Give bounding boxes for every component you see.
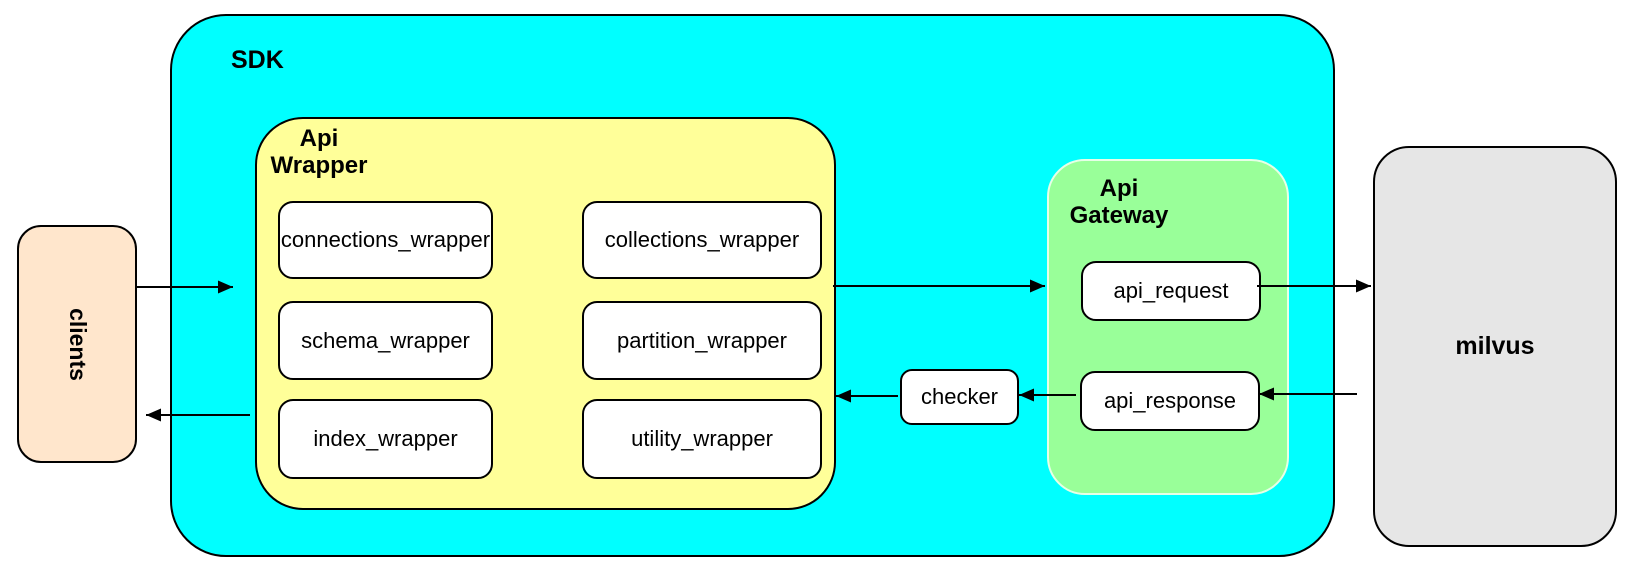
sdk-label: SDK xyxy=(231,46,284,74)
api-wrapper-label-line2: Wrapper xyxy=(270,152,368,179)
node-label: partition_wrapper xyxy=(617,327,787,353)
node-label: index_wrapper xyxy=(313,426,458,451)
api-gateway-label: Api Gateway xyxy=(1059,175,1179,229)
node-partition-wrapper: partition_wrapper xyxy=(582,301,822,380)
node-label: connections_wrapper xyxy=(280,227,491,252)
milvus-label: milvus xyxy=(1455,332,1535,360)
node-checker: checker xyxy=(900,369,1019,425)
node-label: utility_wrapper xyxy=(631,426,773,451)
node-index-wrapper: index_wrapper xyxy=(278,399,493,479)
node-schema-wrapper: schema_wrapper xyxy=(278,301,493,380)
api-gateway-label-line2: Gateway xyxy=(1069,202,1169,229)
node-collections-wrapper: collections_wrapper xyxy=(582,201,822,279)
api-wrapper-label: Api Wrapper xyxy=(269,125,369,179)
api-wrapper-container: Api Wrapper connections_wrapper collecti… xyxy=(255,117,836,510)
api-gateway-label-line1: Api xyxy=(1099,175,1139,202)
node-api-request: api_request xyxy=(1081,261,1261,321)
clients-container: clients xyxy=(17,225,137,463)
node-label: api_response xyxy=(1103,388,1237,413)
sdk-container: SDK Api Wrapper connections_wrapper coll… xyxy=(170,14,1335,557)
api-wrapper-label-line1: Api xyxy=(299,125,339,152)
node-label: api_request xyxy=(1113,278,1229,303)
node-label: collections_wrapper xyxy=(604,227,800,252)
clients-label: clients xyxy=(64,307,91,381)
api-gateway-container: Api Gateway api_request api_response xyxy=(1047,159,1289,495)
node-label: checker xyxy=(920,384,999,409)
node-label: schema_wrapper xyxy=(301,327,470,353)
node-utility-wrapper: utility_wrapper xyxy=(582,399,822,479)
node-api-response: api_response xyxy=(1080,371,1260,431)
node-connections-wrapper: connections_wrapper xyxy=(278,201,493,279)
milvus-container: milvus xyxy=(1373,146,1617,547)
